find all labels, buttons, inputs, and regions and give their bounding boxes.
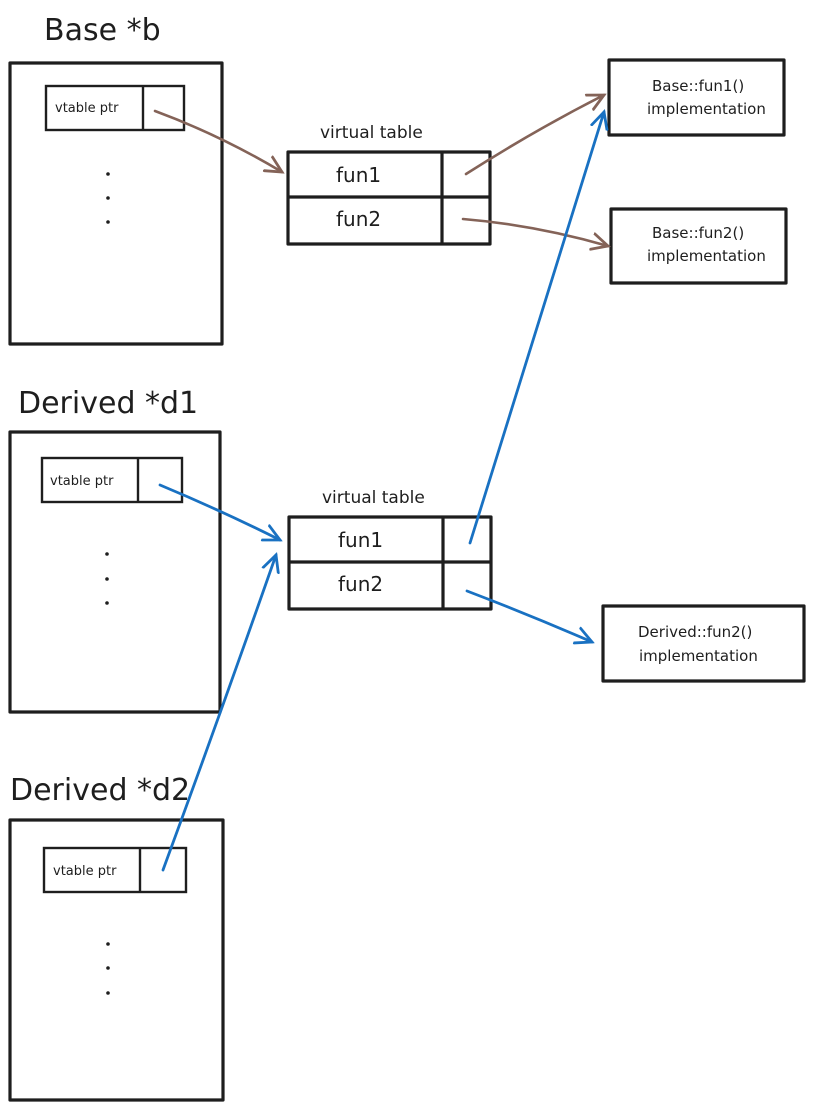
derived1-object: Derived *d1 vtable ptr xyxy=(8,386,222,714)
derived2-vtable-ptr-field xyxy=(42,846,188,894)
derived1-vtable-ptr-arrow xyxy=(158,483,280,540)
base-vtable-row-fun2: fun2 xyxy=(336,207,381,231)
base-fun2-implementation-name: Base::fun2() xyxy=(652,224,744,242)
base-ellipsis-dot xyxy=(106,172,110,176)
derived2-ellipsis-dot xyxy=(106,966,110,970)
derived1-ellipsis-dot xyxy=(105,552,109,556)
base-fun1-pointer-arrow xyxy=(464,95,604,176)
base-fun1-implementation: Base::fun1() implementation xyxy=(607,58,786,137)
derived1-object-box xyxy=(8,430,222,714)
base-object: Base *b vtable ptr xyxy=(8,13,224,346)
base-fun1-implementation-name: Base::fun1() xyxy=(652,77,744,95)
base-object-label: Base *b xyxy=(44,13,161,48)
base-fun2-implementation: Base::fun2() implementation xyxy=(609,207,788,285)
derived2-vtable-ptr-arrow xyxy=(161,555,276,872)
derived-vtable-row-fun2: fun2 xyxy=(338,572,383,596)
base-ellipsis-dot xyxy=(106,220,110,224)
derived-fun1-pointer-arrow xyxy=(468,112,604,545)
base-fun1-implementation-box xyxy=(607,58,786,137)
derived-fun2-implementation-box xyxy=(601,604,806,683)
base-vtable-ptr-label: vtable ptr xyxy=(55,101,119,116)
derived2-vtable-ptr-label: vtable ptr xyxy=(53,864,117,879)
derived-vtable-caption: virtual table xyxy=(322,488,425,508)
derived-fun2-implementation-text: implementation xyxy=(639,647,758,665)
derived-fun2-implementation-name: Derived::fun2() xyxy=(638,623,752,641)
derived-fun2-implementation: Derived::fun2() implementation xyxy=(601,604,806,683)
base-fun2-pointer-arrow xyxy=(461,217,608,246)
derived2-object-box xyxy=(8,818,225,1102)
derived1-vtable-ptr-field xyxy=(40,456,184,504)
base-vtable: virtual table fun1 fun2 xyxy=(286,123,492,246)
derived2-object: Derived *d2 vtable ptr xyxy=(8,773,225,1102)
base-vtable-ptr-arrow xyxy=(153,109,282,172)
derived2-object-label: Derived *d2 xyxy=(10,773,190,808)
base-vtable-ptr-field xyxy=(44,84,186,132)
base-fun1-implementation-text: implementation xyxy=(647,100,766,118)
derived1-ellipsis-dot xyxy=(105,601,109,605)
base-vtable-caption: virtual table xyxy=(320,123,423,143)
base-fun2-implementation-text: implementation xyxy=(647,247,766,265)
derived1-vtable-ptr-label: vtable ptr xyxy=(50,474,114,489)
base-vtable-row-fun1: fun1 xyxy=(336,163,381,187)
derived-fun2-pointer-arrow xyxy=(465,589,592,642)
derived1-ellipsis-dot xyxy=(105,577,109,581)
derived2-ellipsis-dot xyxy=(106,991,110,995)
derived-vtable: virtual table fun1 fun2 xyxy=(287,488,493,611)
base-object-box xyxy=(8,61,224,346)
base-ellipsis-dot xyxy=(106,196,110,200)
base-fun2-implementation-box xyxy=(609,207,788,285)
derived2-ellipsis-dot xyxy=(106,942,110,946)
derived-vtable-row-fun1: fun1 xyxy=(338,528,383,552)
derived1-object-label: Derived *d1 xyxy=(18,386,198,421)
